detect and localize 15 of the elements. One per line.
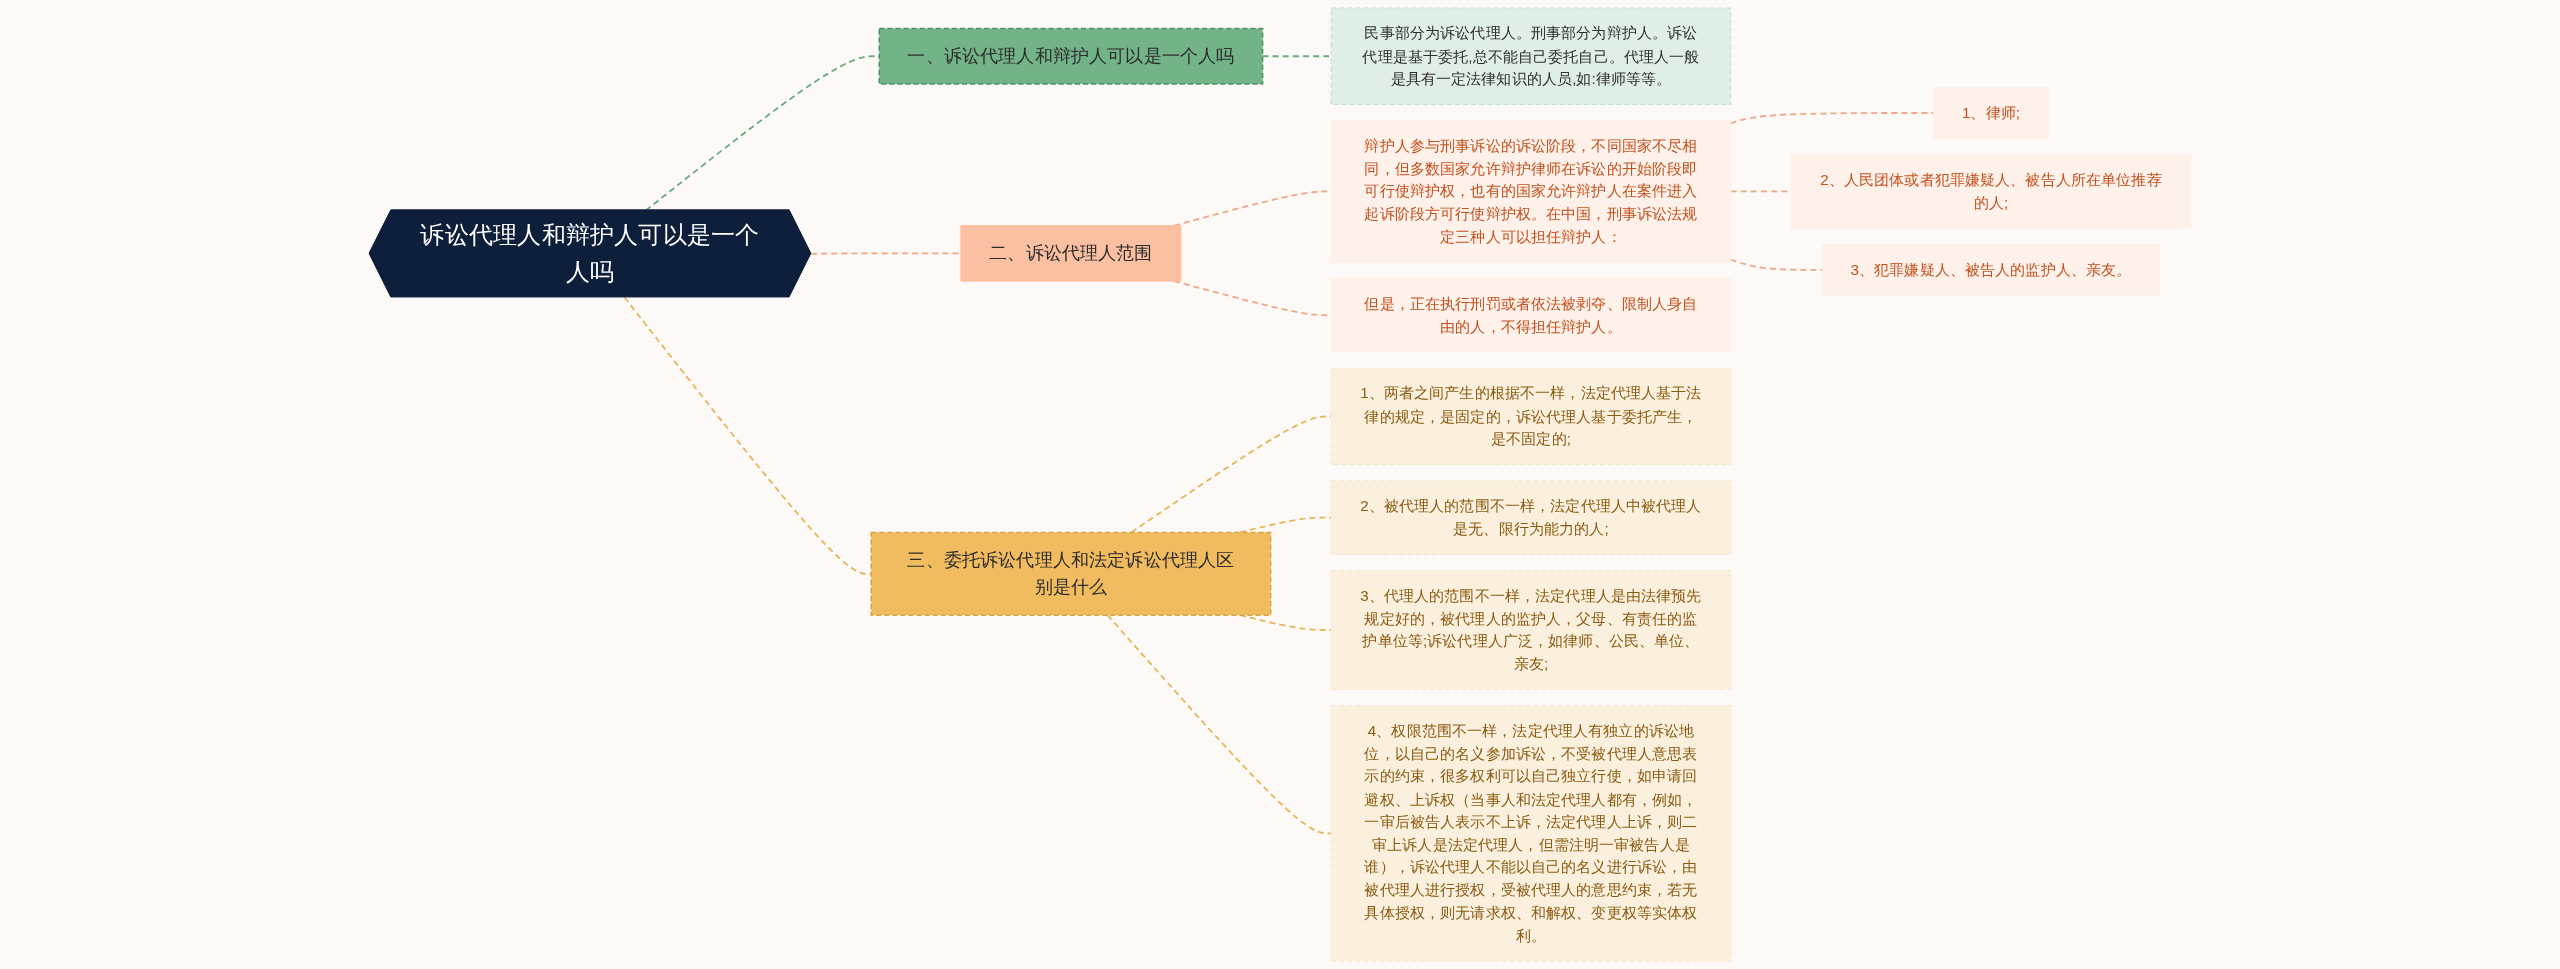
node-box: 一、诉讼代理人和辩护人可以是一个人吗 <box>878 27 1264 85</box>
connector <box>1729 258 1824 271</box>
node-box: 二、诉讼代理人范围 <box>960 225 1182 282</box>
node-box: 3、代理人的范围不一样，法定代理人是由法律预先规定好的，被代理人的监护人，父母、有责任的监护单位等;诉讼代理人广泛，如律师、公民、单位、亲友; <box>1330 570 1732 691</box>
connector <box>1130 415 1333 534</box>
node-box: 民事部分为诉讼代理人。刑事部分为辩护人。诉讼代理是基于委托,总不能自己委托自己。代理人一般是具有一定法律知识的人员,如:律师等等。 <box>1330 7 1732 105</box>
node-box: 2、被代理人的范围不一样，法定代理人中被代理人是无、限行为能力的人; <box>1330 480 1732 555</box>
node-box: 3、犯罪嫌疑人、被告人的监护人、亲友。 <box>1821 243 2161 296</box>
node-box: 辩护人参与刑事诉讼的诉讼阶段，不同国家不尽相同，但多数国家允许辩护律师在诉讼的开始阶段即可行使辩护权，也有的国家允许辩护人在案件进入起诉阶段方可行使辩护权。在中国，刑事诉讼法规定三种人可以担任辩护人： <box>1330 120 1732 263</box>
node-box: 4、权限范围不一样，法定代理人有独立的诉讼地位，以自己的名义参加诉讼，不受被代理人意思表示的约束，很多权利可以自己独立行使，如申请回避权、上诉权（当事人和法定代理人都有，例如，一审后被告人表示不上诉，法定代理人上诉，则二审上诉人是法定代理人，但需注明一审被告人是谁），诉讼代理人不能以自己的名义进行诉讼，由被代理人进行授权，受被代理人的意思约束，若无具体授权，则无请求权、和解权、变更权等实体权利。 <box>1330 705 1732 962</box>
node-box: 1、两者之间产生的根据不一样，法定代理人基于法律的规定，是固定的，诉讼代理人基于委托产生，是不固定的; <box>1330 367 1732 466</box>
connector <box>1106 614 1333 835</box>
node-box: 三、委托诉讼代理人和法定诉讼代理人区别是什么 <box>870 531 1272 616</box>
node-box: 1、律师; <box>1933 87 2049 139</box>
connector <box>1239 516 1333 534</box>
